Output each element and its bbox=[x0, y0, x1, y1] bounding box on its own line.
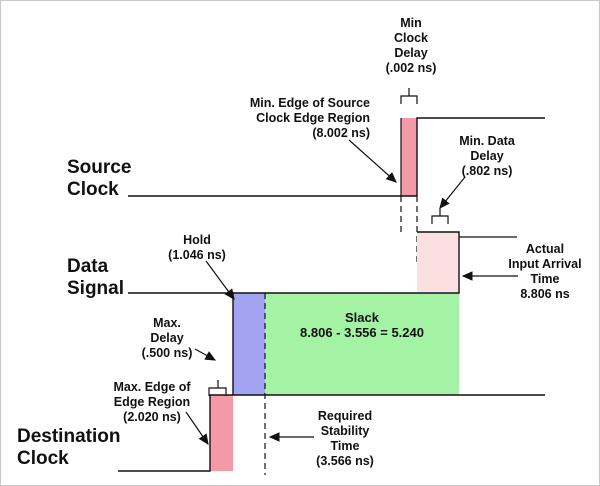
min-clock-delay-label: Min Clock Delay (.002 ns) bbox=[385, 16, 437, 75]
max-delay-arrow bbox=[194, 348, 217, 361]
min-data-delay-bracket bbox=[431, 208, 449, 224]
hold-region bbox=[233, 293, 265, 395]
required-stability-label: Required Stability Time (3.566 ns) bbox=[316, 409, 374, 468]
max-edge-arrow bbox=[185, 411, 209, 445]
min-data-delay-label: Min. Data Delay (.802 ns) bbox=[459, 134, 515, 178]
data-arrival-region bbox=[417, 232, 459, 292]
destination-clock-edge-region bbox=[210, 395, 233, 471]
min-data-delay-arrow bbox=[439, 176, 466, 209]
min-edge-source-label: Min. Edge of Source Clock Edge Region (8… bbox=[249, 96, 370, 140]
max-delay-bracket bbox=[208, 380, 227, 396]
data-signal-label: Data Signal bbox=[67, 256, 125, 299]
slack-equation: 8.806 - 3.556 = 5.240 bbox=[300, 325, 424, 340]
data-signal-lower-line bbox=[128, 292, 545, 396]
max-delay-label: Max. Delay (.500 ns) bbox=[141, 316, 193, 360]
source-clock-waveform bbox=[128, 117, 545, 197]
destination-clock-waveform bbox=[118, 394, 233, 472]
source-clock-label: Source Clock bbox=[67, 157, 132, 200]
min-clock-delay-bracket bbox=[400, 88, 418, 104]
hold-arrow bbox=[205, 260, 235, 300]
destination-clock-label: Destination Clock bbox=[17, 426, 121, 469]
hold-label: Hold (1.046 ns) bbox=[168, 233, 226, 262]
source-clock-edge-region bbox=[401, 118, 417, 196]
actual-input-arrival-label: Actual Input Arrival Time 8.806 ns bbox=[508, 242, 582, 301]
slack-region bbox=[265, 293, 459, 395]
min-edge-source-arrow bbox=[348, 139, 397, 183]
max-edge-label: Max. Edge of Edge Region (2.020 ns) bbox=[113, 380, 191, 424]
slack-title: Slack bbox=[345, 310, 379, 325]
data-signal-upper-line bbox=[233, 231, 460, 294]
